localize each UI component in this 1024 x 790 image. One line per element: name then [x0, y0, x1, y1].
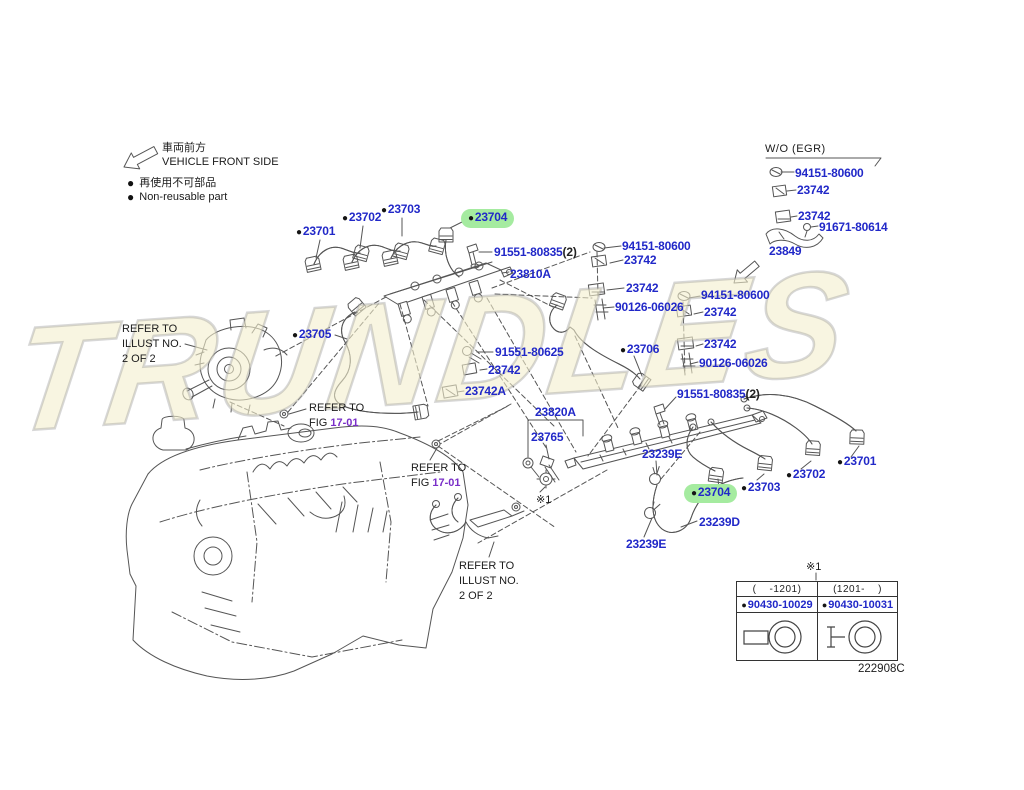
- part-label-91551-80835-right[interactable]: 91551-80835(2): [677, 387, 760, 401]
- leader-lines: [184, 171, 860, 581]
- fuel-rail-left-drawing: [383, 243, 514, 324]
- fig-link[interactable]: 17-01: [432, 477, 461, 489]
- engine-drawing: [125, 415, 469, 680]
- legend-nonreusable-jp: ● 再使用不可部品: [127, 176, 217, 190]
- part-label-23742-stack2-upper[interactable]: 23742: [704, 305, 737, 319]
- part-label-23849[interactable]: 23849: [769, 244, 802, 258]
- bullet-icon: ●: [127, 190, 135, 204]
- part-label-23820a[interactable]: 23820A: [535, 405, 576, 419]
- table-header-left: ( -1201): [737, 582, 817, 597]
- legend-front-en: VEHICLE FRONT SIDE: [162, 156, 279, 168]
- part-label-23742a[interactable]: 23742A: [465, 384, 506, 398]
- direction-arrow-icon: [733, 260, 760, 284]
- feed-pipes-drawing: [334, 291, 652, 421]
- legend-nonreusable-en: ● Non-reusable part: [127, 190, 228, 204]
- refer-illust-lower: REFER TO ILLUST NO. 2 OF 2: [459, 560, 519, 602]
- part-label-23742-stack2-lower[interactable]: 23742: [704, 337, 737, 351]
- refer-fig-upper: REFER TO FIG 17-01: [309, 402, 365, 429]
- pump-hose-assembly-drawing: [429, 493, 525, 539]
- table-part-90430-10029[interactable]: ●90430-10029: [737, 597, 817, 613]
- clamp-stack-right-drawing: [675, 291, 696, 375]
- part-label-91671-80614[interactable]: 91671-80614: [819, 220, 888, 234]
- gasket-drawing-left: [737, 613, 817, 660]
- part-label-23703-top[interactable]: ●23703: [381, 202, 421, 217]
- part-label-23703-lower[interactable]: ●23703: [741, 480, 781, 495]
- part-label-23810a[interactable]: 23810A: [510, 267, 551, 281]
- note-mark-2: ※1: [806, 561, 822, 573]
- fig-link[interactable]: 17-01: [330, 417, 359, 429]
- part-label-23701-lower[interactable]: ●23701: [837, 454, 877, 469]
- table-header-right: (1201- ): [817, 582, 897, 597]
- part-label-90126-06026-stack1[interactable]: 90126-06026: [615, 300, 684, 314]
- part-label-90126-06026-stack2[interactable]: 90126-06026: [699, 356, 768, 370]
- part-label-23704-lower-highlighted[interactable]: ●23704: [684, 484, 738, 503]
- part-label-23742-stack1-lower[interactable]: 23742: [626, 281, 659, 295]
- part-label-91551-80835-top[interactable]: 91551-80835(2): [494, 245, 577, 259]
- part-label-23239e-upper[interactable]: 23239E: [642, 447, 683, 461]
- part-label-23239d[interactable]: 23239D: [699, 515, 740, 529]
- application-table: ( -1201) (1201- ) ●90430-10029 ●90430-10…: [736, 581, 898, 661]
- table-part-90430-10031[interactable]: ●90430-10031: [817, 597, 897, 613]
- vehicle-front-arrow-icon: [123, 146, 159, 170]
- injection-pipes-top-drawing: [303, 227, 460, 278]
- wo-egr-header: W/O (EGR): [765, 143, 826, 155]
- injection-pump-drawing: [182, 317, 288, 415]
- clamp-stack-left-drawing: [587, 242, 609, 321]
- part-label-23239e-lower[interactable]: 23239E: [626, 537, 667, 551]
- part-label-94151-80600-stack1[interactable]: 94151-80600: [622, 239, 691, 253]
- diagram-code: 222908C: [858, 663, 905, 675]
- part-label-23704-top-highlighted[interactable]: ●23704: [461, 209, 515, 228]
- legend-front-jp: 車両前方: [162, 142, 206, 154]
- refer-fig-lower: REFER TO FIG 17-01: [411, 462, 467, 489]
- injection-pipes-right-drawing: [686, 394, 865, 484]
- part-label-94151-80600-egr[interactable]: 94151-80600: [795, 166, 864, 180]
- part-label-23702-lower[interactable]: ●23702: [786, 467, 826, 482]
- note-mark-1: ※1: [536, 494, 552, 506]
- part-label-23706[interactable]: ●23706: [620, 342, 660, 357]
- part-label-23742-egr-lower[interactable]: 23742: [798, 209, 831, 223]
- part-label-23701-top[interactable]: ●23701: [296, 224, 336, 239]
- part-label-91551-80625[interactable]: 91551-80625: [495, 345, 564, 359]
- part-label-94151-80600-stack2[interactable]: 94151-80600: [701, 288, 770, 302]
- bolt-91551-80625-drawing: [441, 346, 482, 399]
- part-label-23742-stack1-upper[interactable]: 23742: [624, 253, 657, 267]
- part-label-23765[interactable]: 23765: [531, 430, 564, 444]
- part-label-23742-egr-upper[interactable]: 23742: [797, 183, 830, 197]
- part-label-23705[interactable]: ●23705: [292, 327, 332, 342]
- gasket-drawing-right: [817, 613, 897, 660]
- refer-illust-upper: REFER TO ILLUST NO. 2 OF 2: [122, 323, 182, 365]
- part-label-23742-mid[interactable]: 23742: [488, 363, 521, 377]
- dashed-assembly-lines: [229, 251, 701, 544]
- bullet-icon: ●: [127, 176, 135, 190]
- egr-parts-drawing: [765, 157, 882, 248]
- fuel-rail-right-drawing: [522, 403, 768, 489]
- part-label-23702-top[interactable]: ●23702: [342, 210, 382, 225]
